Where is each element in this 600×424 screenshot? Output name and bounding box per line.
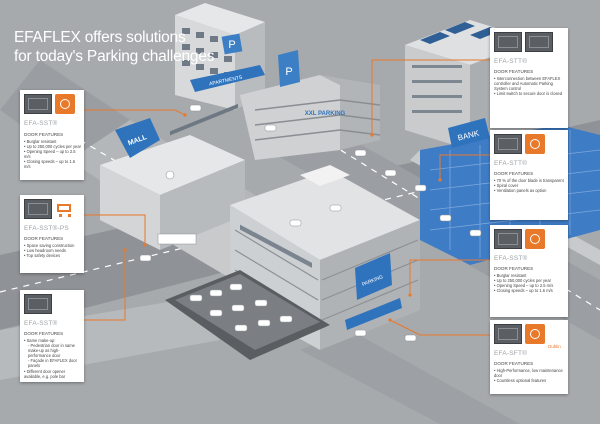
card-label: DOOR FEATURES xyxy=(494,361,534,366)
feature-item: Burglar resistant xyxy=(24,139,82,144)
feature-list: 70 % of the door blade is transparent Sp… xyxy=(494,178,566,193)
feature-item: Low headroom needs xyxy=(24,248,82,253)
headline-line-2: for today's Parking challenges xyxy=(14,48,215,65)
door-thumbnail xyxy=(494,134,522,154)
callout-lines xyxy=(84,59,490,336)
xxl-parking-sign: XXL PARKING xyxy=(305,111,346,117)
card-efa-stt-2: EFA-STT® DOOR FEATURES 70 % of the door … xyxy=(490,130,568,220)
feature-item: Space saving construction xyxy=(24,243,82,248)
door-thumbnail xyxy=(24,94,52,114)
door-thumbnail xyxy=(24,294,52,314)
card-efa-sst-1: EFA-SST® DOOR FEATURES Burglar resistant… xyxy=(20,90,84,180)
feature-item: 70 % of the door blade is transparent xyxy=(494,178,566,183)
card-efa-sft: Dublin EFA-SFT® DOOR FEATURES High-Perfo… xyxy=(490,320,568,394)
card-title: EFA-SST®-PS xyxy=(24,225,69,232)
feature-list: Burglar resistant Up to 250,000 cycles p… xyxy=(494,273,566,293)
xxl-parking-building: P XXL PARKING xyxy=(240,50,381,160)
feature-list: Burglar resistant Up to 250,000 cycles p… xyxy=(24,139,82,170)
card-title: EFA-SST® xyxy=(494,255,528,262)
card-efa-sst-3: EFA-SST® DOOR FEATURES Same make-up: Ped… xyxy=(20,290,84,382)
feature-item: Closing speeds – up to 1.6 m/s xyxy=(494,288,566,293)
card-label: DOOR FEATURES xyxy=(24,331,64,336)
door-thumbnail xyxy=(494,229,522,249)
feature-item: Limit switch to secure door is closed xyxy=(494,91,566,96)
person-icon xyxy=(55,94,75,114)
card-title: EFA-SFT® xyxy=(494,350,528,357)
feature-item: Opening Speed – up to 2.5 m/s xyxy=(24,149,82,159)
feature-item: Up to 250,000 cycles per year xyxy=(494,278,566,283)
feature-list: Space saving construction Low headroom n… xyxy=(24,243,82,258)
card-efa-sst-2: EFA-SST® DOOR FEATURES Burglar resistant… xyxy=(490,225,568,317)
feature-item: High-Performance, low maintenance door xyxy=(494,368,566,378)
cart-icon xyxy=(55,199,75,219)
cars xyxy=(139,104,482,342)
card-efa-stt-1: EFA-STT® DOOR FEATURES Interconnection b… xyxy=(490,28,568,128)
door-thumbnail xyxy=(24,199,52,219)
card-label: DOOR FEATURES xyxy=(24,236,64,241)
card-efa-sst-ps: EFA-SST®-PS DOOR FEATURES Space saving c… xyxy=(20,195,84,273)
feature-list: High-Performance, low maintenance door C… xyxy=(494,368,566,383)
callout-dots xyxy=(123,113,442,322)
feature-item: Same make-up: xyxy=(24,338,82,343)
apartments-p-sign: P xyxy=(228,39,235,51)
feature-list: Same make-up: Pedestrian door in same ma… xyxy=(24,338,82,379)
feature-list: Interconnection between EFAFLEX controll… xyxy=(494,76,566,96)
feature-item: Spiral cover xyxy=(494,183,566,188)
card-label: DOOR FEATURES xyxy=(494,171,534,176)
feature-item: Interconnection between EFAFLEX controll… xyxy=(494,76,566,91)
door-thumbnail xyxy=(494,324,522,344)
card-label: DOOR FEATURES xyxy=(24,132,64,137)
apartments-building: P APARTMENTS xyxy=(175,3,265,110)
underground-parking xyxy=(165,270,330,360)
feature-item: Countless optional features xyxy=(494,378,566,383)
xxl-p-sign: P xyxy=(285,66,292,78)
feature-item: Burglar resistant xyxy=(494,273,566,278)
headline: EFAFLEX offers solutions for today's Par… xyxy=(14,28,215,66)
billboard xyxy=(157,233,197,245)
feature-item: Different door opener available, e.g. po… xyxy=(24,369,82,379)
feature-item: Pedestrian door in same make-up as high-… xyxy=(24,343,82,358)
card-title: EFA-SST® xyxy=(24,320,58,327)
no-entry-icon xyxy=(525,134,545,154)
feature-item: Top safety devices xyxy=(24,253,82,258)
card-title: EFA-STT® xyxy=(494,58,528,65)
badge-city: Dublin xyxy=(548,344,561,349)
card-label: DOOR FEATURES xyxy=(494,266,534,271)
feature-item: Ventilation panels as option xyxy=(494,188,566,193)
feature-item: Opening Speed – up to 2.5 m/s xyxy=(494,283,566,288)
feature-item: Closing speeds – up to 1.6 m/s xyxy=(24,159,82,169)
feature-item: Façade in EFAFLEX door panels xyxy=(24,358,82,368)
card-title: EFA-STT® xyxy=(494,160,528,167)
headline-line-1: EFAFLEX offers solutions xyxy=(14,29,186,46)
feature-item: Up to 250,000 cycles per year xyxy=(24,144,82,149)
door-thumbnail xyxy=(494,32,522,52)
building-icon xyxy=(525,324,545,344)
car-icon xyxy=(525,229,545,249)
door-thumbnail-2 xyxy=(525,32,553,52)
card-title: EFA-SST® xyxy=(24,120,58,127)
card-label: DOOR FEATURES xyxy=(494,69,534,74)
